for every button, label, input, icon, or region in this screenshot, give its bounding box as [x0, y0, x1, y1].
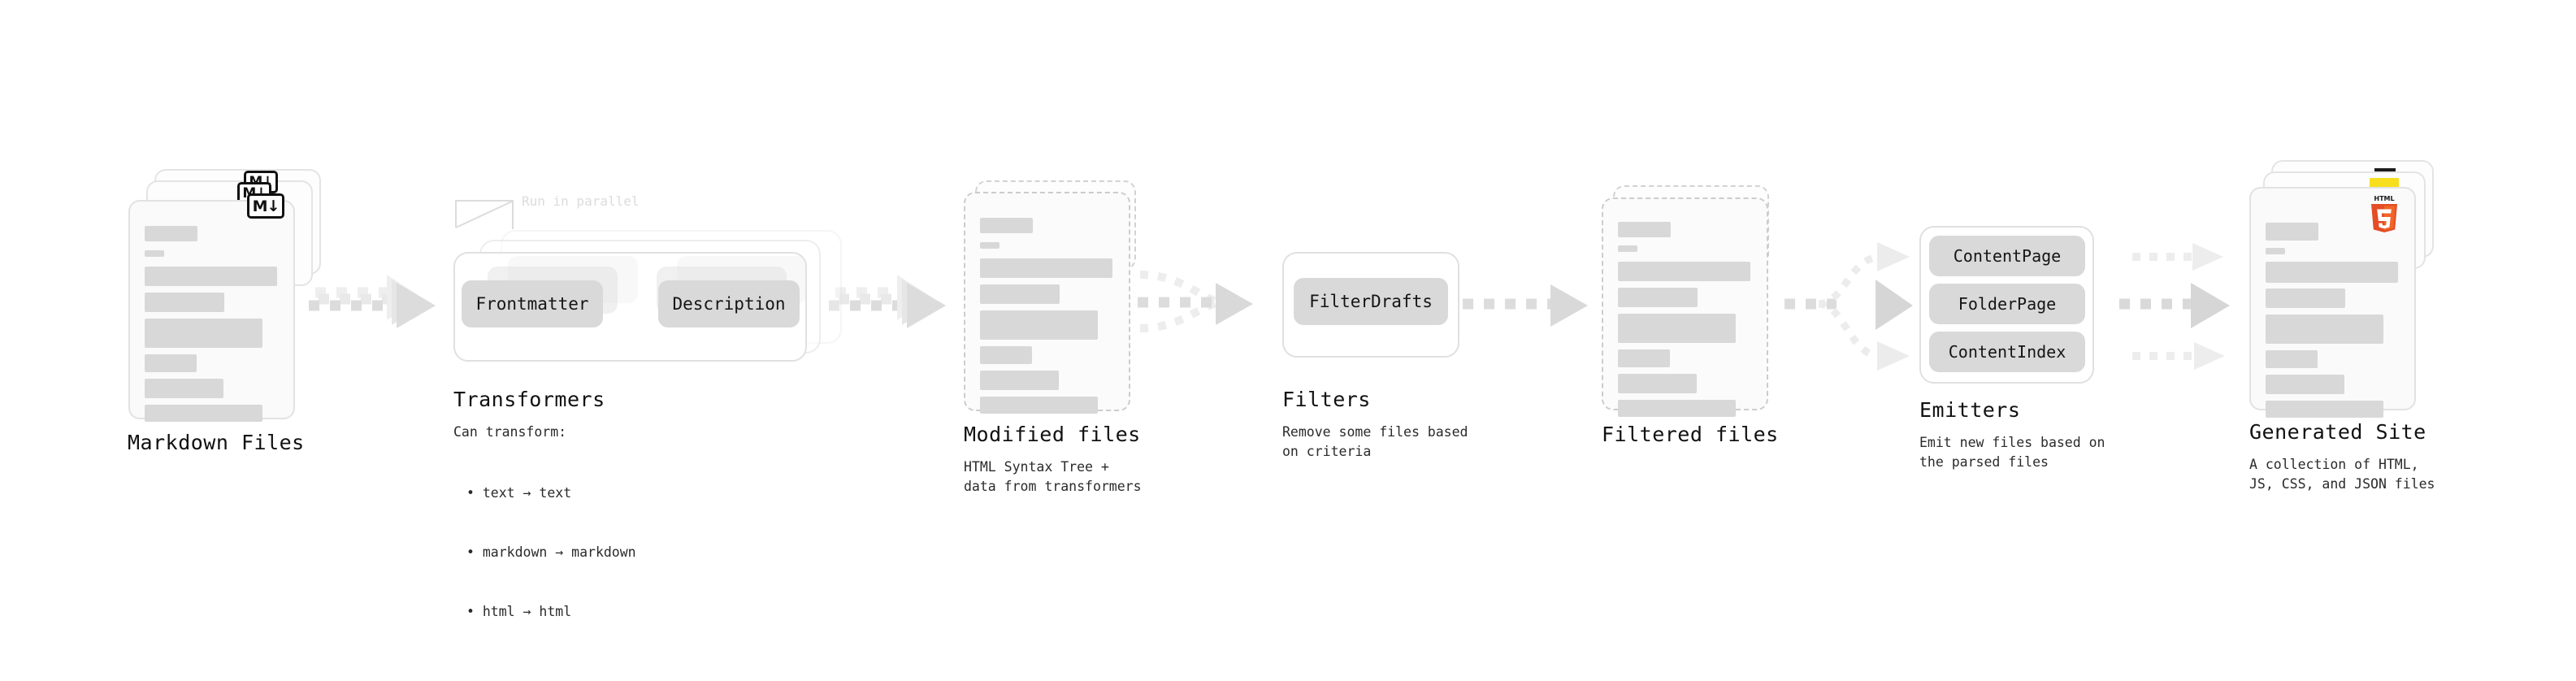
filtered-document: [1602, 197, 1768, 417]
svg-text:HTML: HTML: [2374, 195, 2394, 202]
transformers-bullets: • text → text • markdown → markdown • ht…: [466, 444, 636, 661]
stage-title-generated-site: Generated Site: [2249, 420, 2426, 444]
connector-emitters-to-site: [2119, 243, 2230, 370]
markdown-icon: M↓: [247, 193, 284, 219]
modified-document: [964, 192, 1130, 414]
stage-title-filtered-files: Filtered files: [1602, 423, 1779, 446]
run-in-parallel-bracket: [455, 200, 514, 229]
chip-contentpage[interactable]: ContentPage: [1929, 236, 2085, 276]
chip-description[interactable]: Description: [658, 280, 800, 327]
stage-title-filters: Filters: [1282, 388, 1371, 411]
transformer-bullet-1: • markdown → markdown: [466, 544, 636, 561]
emitters-caption: Emit new files based on the parsed files: [1919, 435, 2105, 471]
stage-title-markdown-files: Markdown Files: [128, 431, 305, 454]
chip-folderpage[interactable]: FolderPage: [1929, 284, 2085, 324]
modified-files-caption: HTML Syntax Tree + data from transformer…: [964, 459, 1142, 495]
chip-frontmatter[interactable]: Frontmatter: [462, 280, 603, 327]
markdown-document-front: [128, 200, 295, 422]
connector-modified-to-filters: [1138, 271, 1253, 332]
connector-filters-to-filtered: [1463, 284, 1588, 327]
run-in-parallel-label: Run in parallel: [522, 193, 640, 209]
connector-md-to-transformers: [309, 275, 436, 328]
chip-filterdrafts[interactable]: FilterDrafts: [1294, 278, 1448, 325]
filters-caption: Remove some files based on criteria: [1282, 424, 1468, 460]
stage-title-transformers: Transformers: [453, 388, 605, 411]
connector-transformers-to-modified: [829, 275, 946, 328]
transformers-caption-lead: Can transform:: [453, 424, 567, 440]
html5-icon: HTML: [2367, 193, 2401, 232]
transformer-bullet-0: • text → text: [466, 484, 572, 501]
chip-contentindex[interactable]: ContentIndex: [1929, 332, 2085, 372]
stage-title-emitters: Emitters: [1919, 398, 2021, 422]
generated-site-caption: A collection of HTML, JS, CSS, and JSON …: [2249, 457, 2435, 492]
stage-title-modified-files: Modified files: [964, 423, 1141, 446]
connector-filtered-to-emitters: [1785, 242, 1913, 371]
transformer-bullet-2: • html → html: [466, 604, 572, 620]
